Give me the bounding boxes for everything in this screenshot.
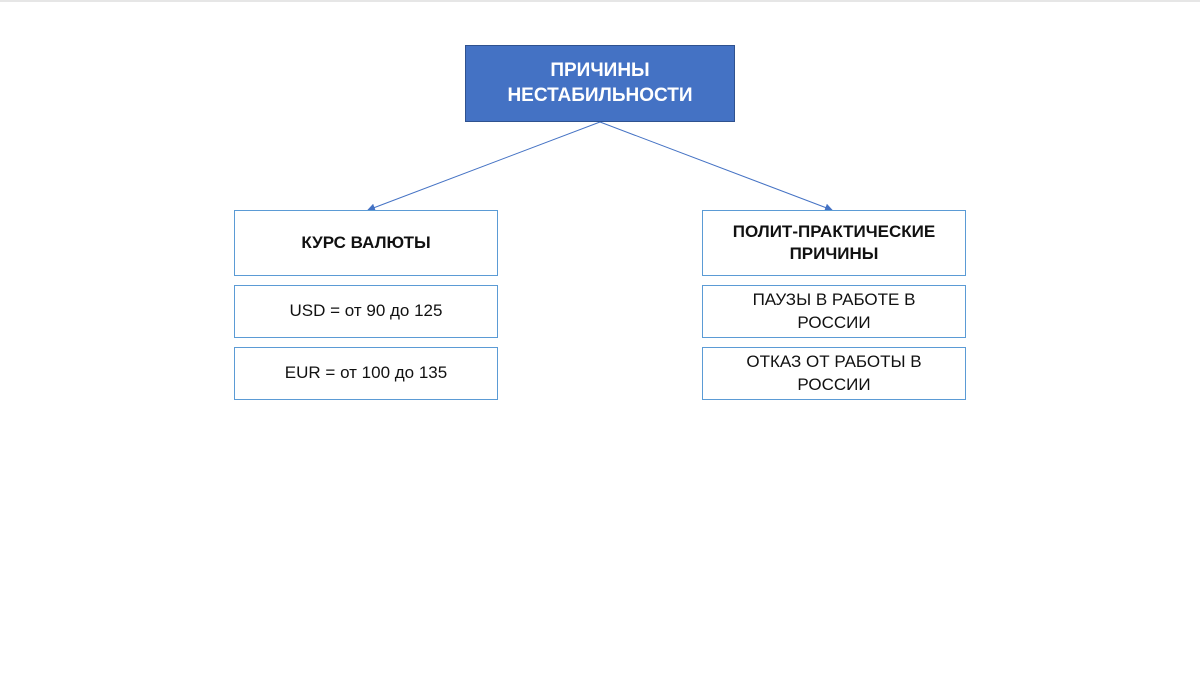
connector-arrow-right: [599, 121, 833, 212]
root-node-label: ПРИЧИНЫ НЕСТАБИЛЬНОСТИ: [507, 59, 693, 106]
root-node: ПРИЧИНЫ НЕСТАБИЛЬНОСТИ: [465, 45, 735, 122]
branch-item-label: EUR = от 100 до 135: [284, 363, 448, 383]
branch-item-label: ОТКАЗ ОТ РАБОТЫ В РОССИИ: [746, 352, 922, 394]
branch-item-label: ПАУЗЫ В РАБОТЕ В РОССИИ: [752, 290, 916, 332]
connector-arrow-left: [367, 121, 601, 212]
branch-heading-political: ПОЛИТ-ПРАКТИЧЕСКИЕ ПРИЧИНЫ: [702, 210, 966, 276]
top-divider: [0, 0, 1200, 2]
branch-item-usd: USD = от 90 до 125: [234, 285, 498, 338]
branch-item-refusal: ОТКАЗ ОТ РАБОТЫ В РОССИИ: [702, 347, 966, 400]
branch-heading-currency: КУРС ВАЛЮТЫ: [234, 210, 498, 276]
branch-heading-label: КУРС ВАЛЮТЫ: [301, 232, 431, 252]
branch-heading-label: ПОЛИТ-ПРАКТИЧЕСКИЕ ПРИЧИНЫ: [732, 221, 936, 263]
branch-item-label: USD = от 90 до 125: [289, 301, 443, 321]
branch-item-pauses: ПАУЗЫ В РАБОТЕ В РОССИИ: [702, 285, 966, 338]
branch-item-eur: EUR = от 100 до 135: [234, 347, 498, 400]
